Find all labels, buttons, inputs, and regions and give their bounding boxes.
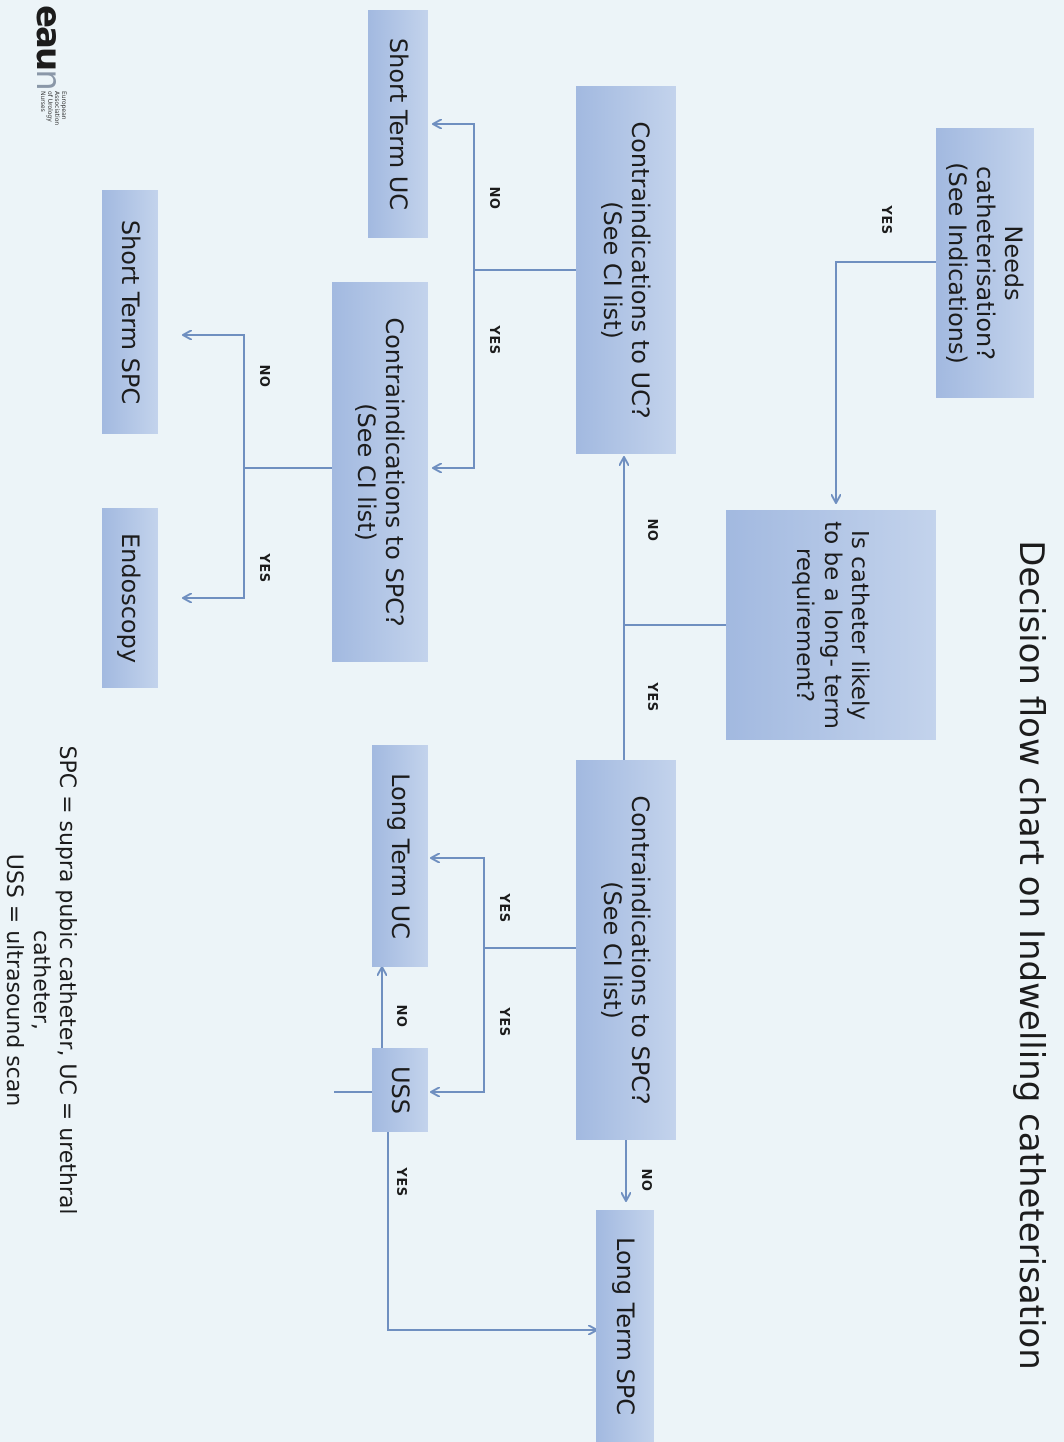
connector-ciuc-no [434,124,475,270]
node-needs-catheterisation: Needs catheterisation? (See Indications) [936,128,1034,398]
abbreviation-legend: SPC = supra pubic catheter, UC = urethra… [1,745,79,1215]
node-short-term-spc: Short Term SPC [102,190,158,434]
connector-cispcr-yes-uss [432,948,485,1092]
label-uss-yes: YES [393,1167,408,1197]
label-ciuc-yes: YES [486,325,501,355]
node-contraindications-spc-right: Contraindications to SPC? (See CI list) [576,760,676,1140]
connector-cispcr-yes-ltuc [432,858,485,948]
label-ltq-no: NO [644,518,659,542]
label-ltq-yes: YES [644,682,659,712]
logo-mark: eaun [28,5,68,89]
label-cispcl-no: NO [256,364,271,388]
node-long-term-question: Is catheter likely to be a long- term re… [726,510,936,740]
label-ciuc-no: NO [486,186,501,210]
logo-org-name: European Association of Urology Nurses [39,91,67,126]
label-cispcr-no: NO [638,1168,653,1192]
connector-cispcl-yes [184,468,245,598]
connector-ciuc-yes [434,270,475,468]
node-long-term-spc: Long Term SPC [596,1210,654,1442]
node-endoscopy: Endoscopy [102,508,158,688]
label-cispcr-yes-ltuc: YES [496,893,511,923]
node-long-term-uc: Long Term UC [372,745,428,967]
eaun-logo: eaun European Association of Urology Nur… [4,5,74,165]
node-uss: USS [372,1048,428,1132]
label-needs-yes: YES [878,205,893,235]
node-contraindications-uc: Contraindications to UC? (See CI list) [576,86,676,454]
connector-needs-yes [836,261,936,502]
node-contraindications-spc-left: Contraindications to SPC? (See CI list) [332,282,428,662]
label-cispcl-yes: YES [256,553,271,583]
node-short-term-uc: Short Term UC [368,10,428,238]
label-cispcr-yes-uss: YES [496,1007,511,1037]
label-uss-no: NO [393,1004,408,1028]
connector-uss-yes [334,1091,596,1330]
connector-cispcl-no [184,335,245,468]
